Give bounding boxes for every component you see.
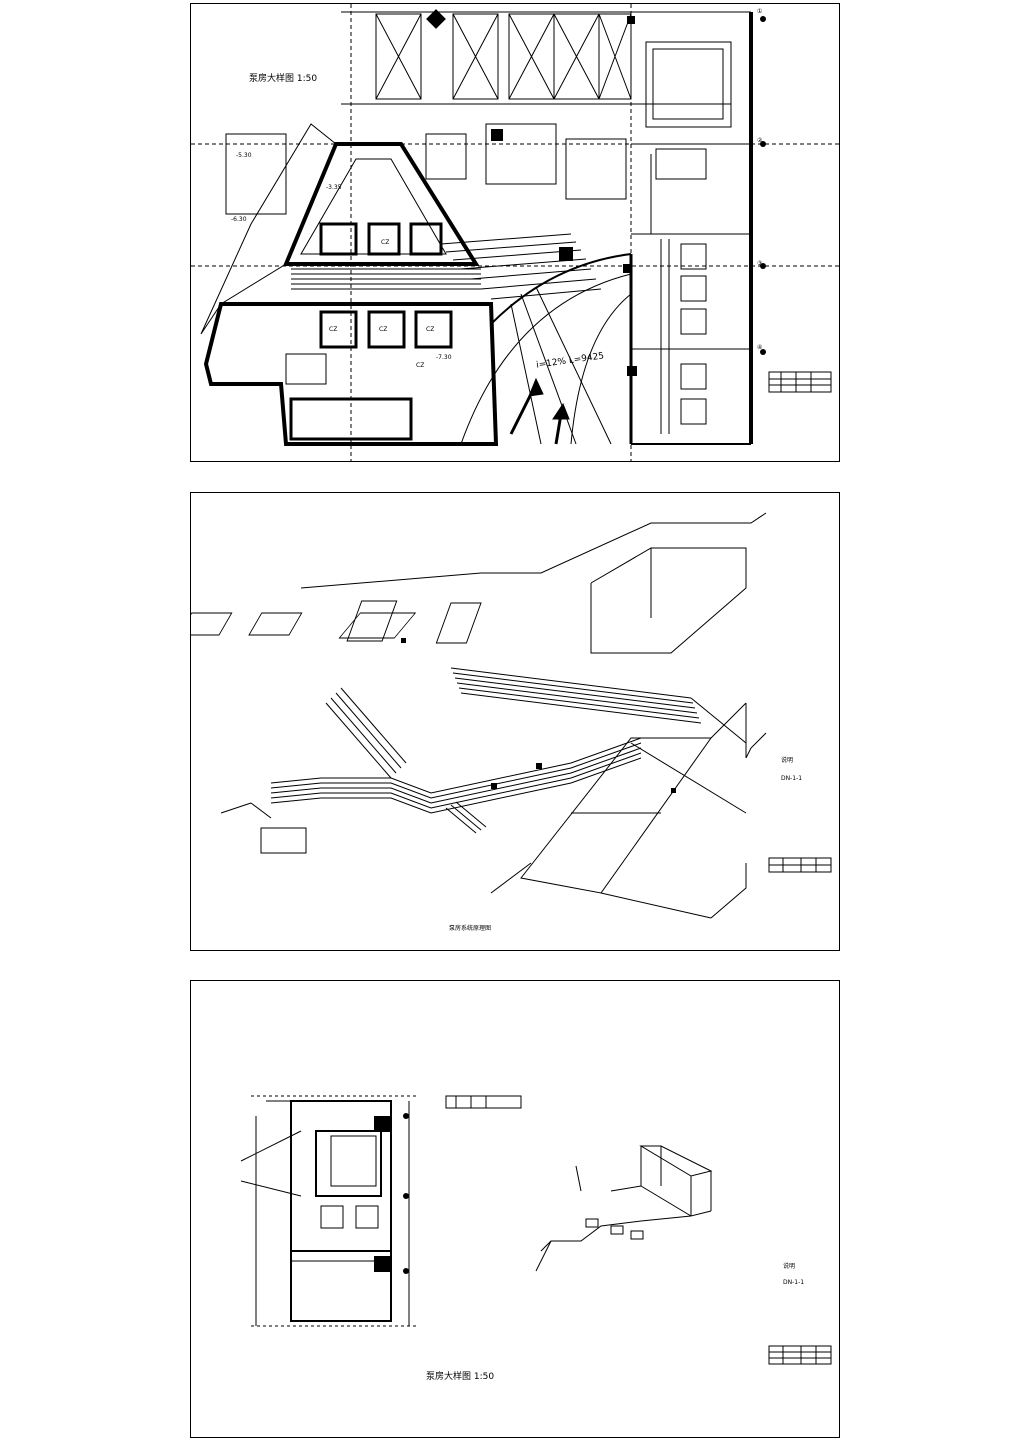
sheet-1-plan-title: 泵房大样图 1:50 (249, 74, 318, 84)
room-label: CZ (416, 362, 425, 369)
sheet-1-plan-graphic (191, 4, 839, 461)
sheet-2-note-line: DN-1-1 (781, 775, 803, 782)
elevation-label-c: -6.30 (231, 216, 247, 223)
sheet-2-isometric-graphic (191, 512, 832, 919)
sheet-2-system-title: 泵房系统原理图 (449, 925, 492, 932)
sheet-3-plan-graphic (240, 1095, 832, 1365)
room-label: CZ (379, 326, 388, 333)
elevation-label-b: -3.35 (326, 184, 342, 191)
axis-mark: ② (757, 137, 763, 144)
room-label: CZ (381, 239, 390, 246)
drawing-sheet-1: 泵房大样图 1:50 -5.30 -3.35 -6.30 -7.30 i=12%… (190, 3, 840, 462)
room-label: CZ (426, 326, 435, 333)
axis-mark: ④ (757, 344, 763, 351)
axis-mark: ③ (757, 260, 763, 267)
sheet-3-note-line: DN-1-1 (783, 1279, 805, 1286)
room-label: CZ (329, 326, 338, 333)
sheet-3-note-title: 说明 (783, 1263, 796, 1270)
sheet-2-note-title: 说明 (781, 757, 794, 764)
drawing-sheet-3: 泵房大样图 1:50 说明 DN-1-1 (190, 980, 840, 1438)
sheet-3-plan-title: 泵房大样图 1:50 (426, 1372, 495, 1382)
elevation-label-a: -5.30 (236, 152, 252, 159)
elevation-label-d: -7.30 (436, 354, 452, 361)
axis-mark: ① (757, 8, 763, 15)
drawing-sheet-2: 泵房系统原理图 说明 DN-1-1 (190, 492, 840, 951)
